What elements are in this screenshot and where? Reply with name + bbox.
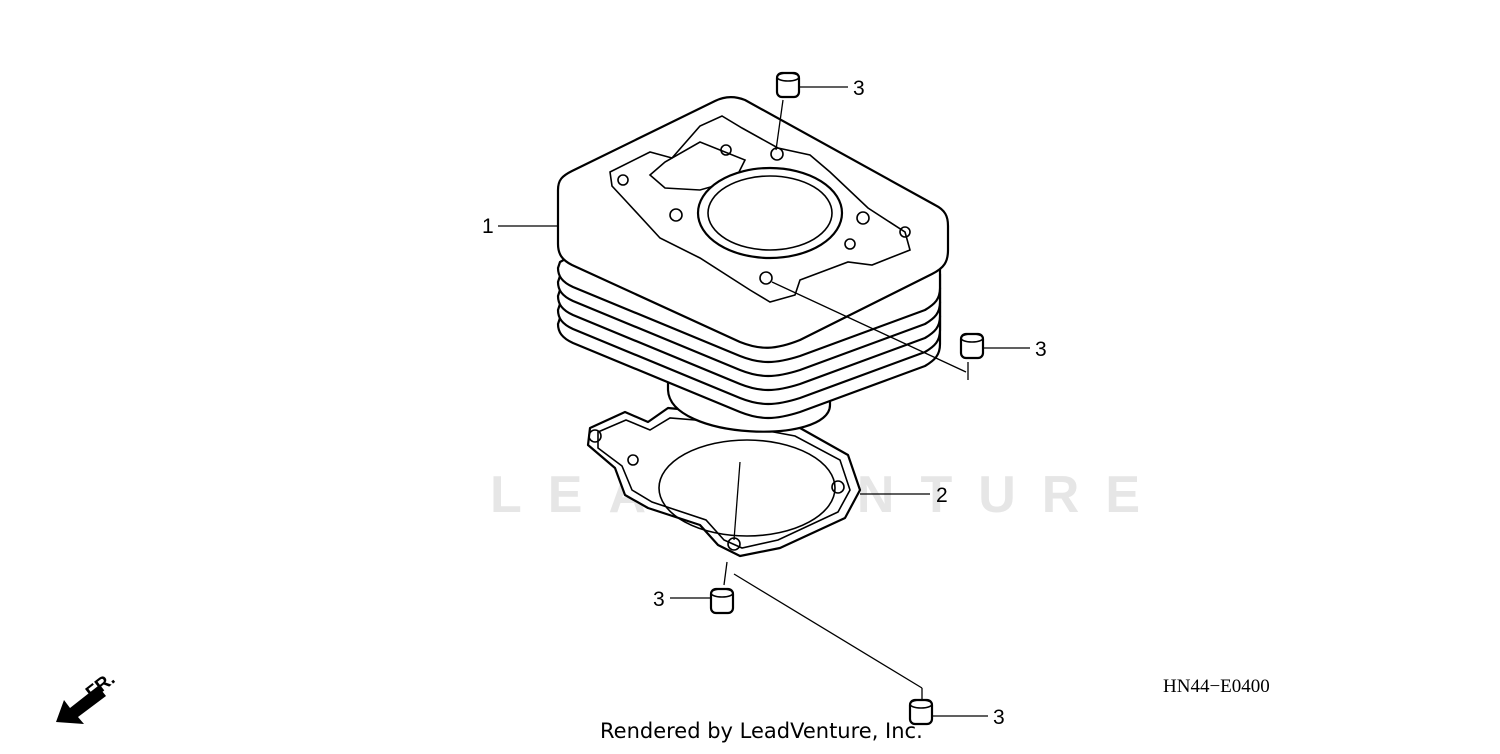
callout-dowel-top: 3: [853, 77, 865, 100]
dowel-pin-lower-left[interactable]: [709, 587, 735, 615]
front-direction-arrow-icon: [56, 686, 106, 724]
render-credit: Rendered by LeadVenture, Inc.: [600, 719, 923, 743]
callout-cylinder: 1: [482, 215, 494, 238]
leader-lines: [498, 86, 1030, 717]
callout-gasket: 2: [936, 484, 948, 507]
diagram-code: HN44−E0400: [1163, 676, 1270, 697]
cylinder-base-gasket[interactable]: [586, 406, 862, 558]
callout-dowel-right: 3: [1035, 338, 1047, 361]
cylinder[interactable]: [556, 96, 950, 433]
callout-dowel-bottom: 3: [993, 706, 1005, 729]
dowel-pin-bottom[interactable]: [908, 698, 934, 726]
dowel-pin-right[interactable]: [959, 332, 985, 360]
dowel-pin-top[interactable]: [775, 71, 801, 99]
callout-dowel-lower-left: 3: [653, 588, 665, 611]
